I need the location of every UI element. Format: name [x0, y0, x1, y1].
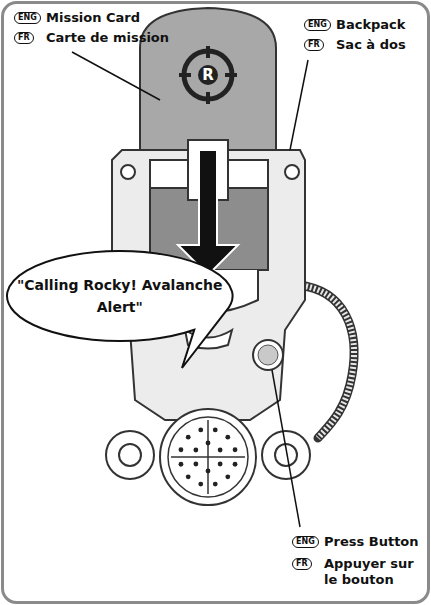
part-name: Sac à dos — [336, 37, 406, 53]
language-badge: FR — [14, 32, 34, 44]
speech-text: "Calling Rocky! Avalanche Alert" — [6, 274, 234, 318]
language-badge: ENG — [14, 12, 41, 24]
part-name: Press Button — [324, 534, 419, 550]
frame — [3, 3, 429, 603]
language-badge: FR — [292, 558, 312, 570]
speech-bubble: "Calling Rocky! Avalanche Alert" — [6, 250, 234, 342]
speaker — [160, 409, 256, 505]
language-badge: ENG — [292, 536, 319, 548]
part-name: Carte de mission — [46, 30, 169, 46]
card-logo: R — [198, 65, 218, 85]
part-name: Appuyer sur le bouton — [324, 556, 420, 588]
language-badge: ENG — [304, 19, 331, 31]
part-name: Mission Card — [46, 10, 140, 26]
part-name: Backpack — [336, 17, 405, 33]
bubble-outline — [6, 250, 234, 342]
language-badge: FR — [304, 39, 324, 51]
